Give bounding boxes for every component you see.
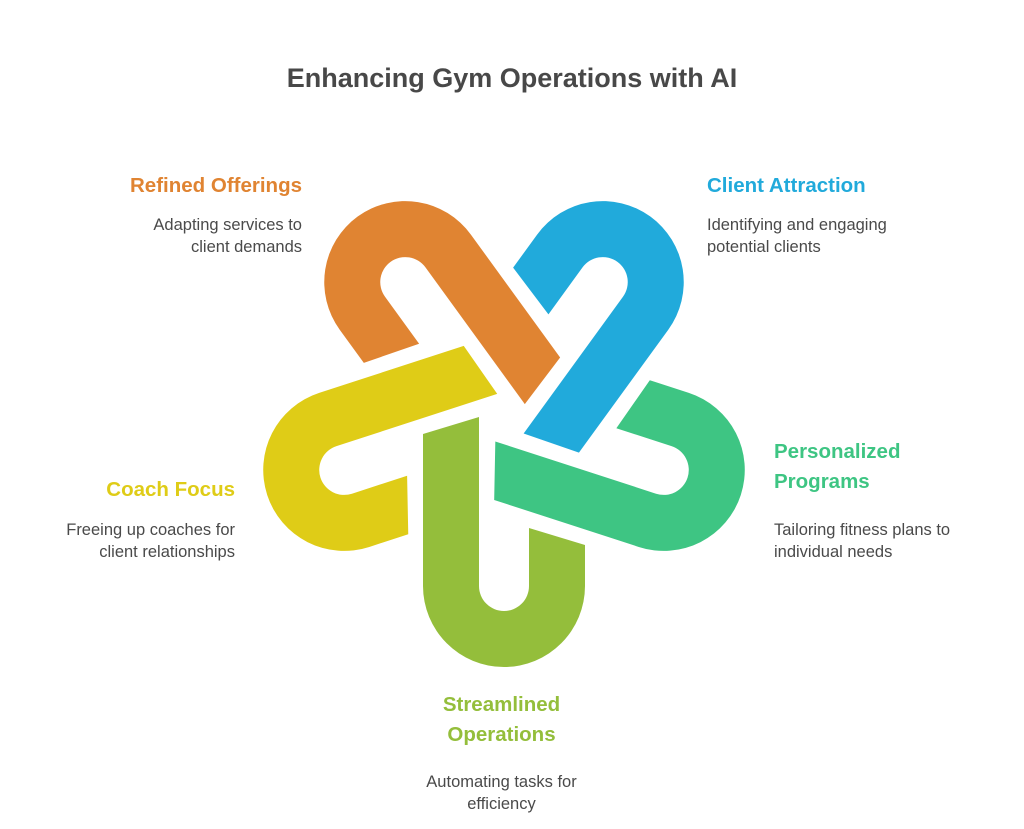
desc-line: individual needs (774, 543, 893, 561)
loop-coach-focus (263, 345, 498, 551)
label-line: Refined Offerings (130, 174, 302, 197)
label-line: Streamlined (442, 693, 561, 716)
desc-line: Identifying and engaging (707, 216, 887, 234)
label-client-attraction: Client Attraction (707, 171, 866, 201)
label-line: Operations (447, 723, 556, 746)
label-line: Coach Focus (106, 478, 235, 501)
loop-refined-offerings (324, 201, 561, 405)
label-personalized-programs: Personalized Programs (774, 437, 900, 497)
loop-client-attraction (513, 201, 684, 453)
desc-line: potential clients (707, 238, 821, 256)
desc-client-attraction: Identifying and engaging potential clien… (707, 214, 887, 258)
label-coach-focus: Coach Focus (106, 475, 235, 505)
desc-line: Freeing up coaches for (66, 521, 235, 539)
label-refined-offerings: Refined Offerings (130, 171, 302, 201)
label-streamlined-operations: Streamlined Operations (380, 690, 623, 750)
label-line: Personalized (774, 440, 901, 463)
label-line: Client Attraction (707, 174, 866, 197)
desc-line: client relationships (99, 543, 235, 561)
desc-line: client demands (191, 238, 302, 256)
desc-line: Adapting services to (153, 216, 302, 234)
desc-streamlined-operations: Automating tasks for efficiency (380, 771, 623, 815)
diagram-title: Enhancing Gym Operations with AI (286, 63, 738, 93)
desc-line: efficiency (467, 795, 536, 813)
desc-line: Automating tasks for (426, 773, 577, 791)
desc-personalized-programs: Tailoring fitness plans to individual ne… (774, 519, 950, 563)
desc-refined-offerings: Adapting services to client demands (153, 214, 302, 258)
desc-coach-focus: Freeing up coaches for client relationsh… (66, 519, 235, 563)
loop-streamlined-operations (423, 417, 585, 667)
desc-line: Tailoring fitness plans to (774, 521, 951, 539)
label-line: Programs (774, 470, 870, 493)
loop-personalized-programs (494, 380, 745, 551)
